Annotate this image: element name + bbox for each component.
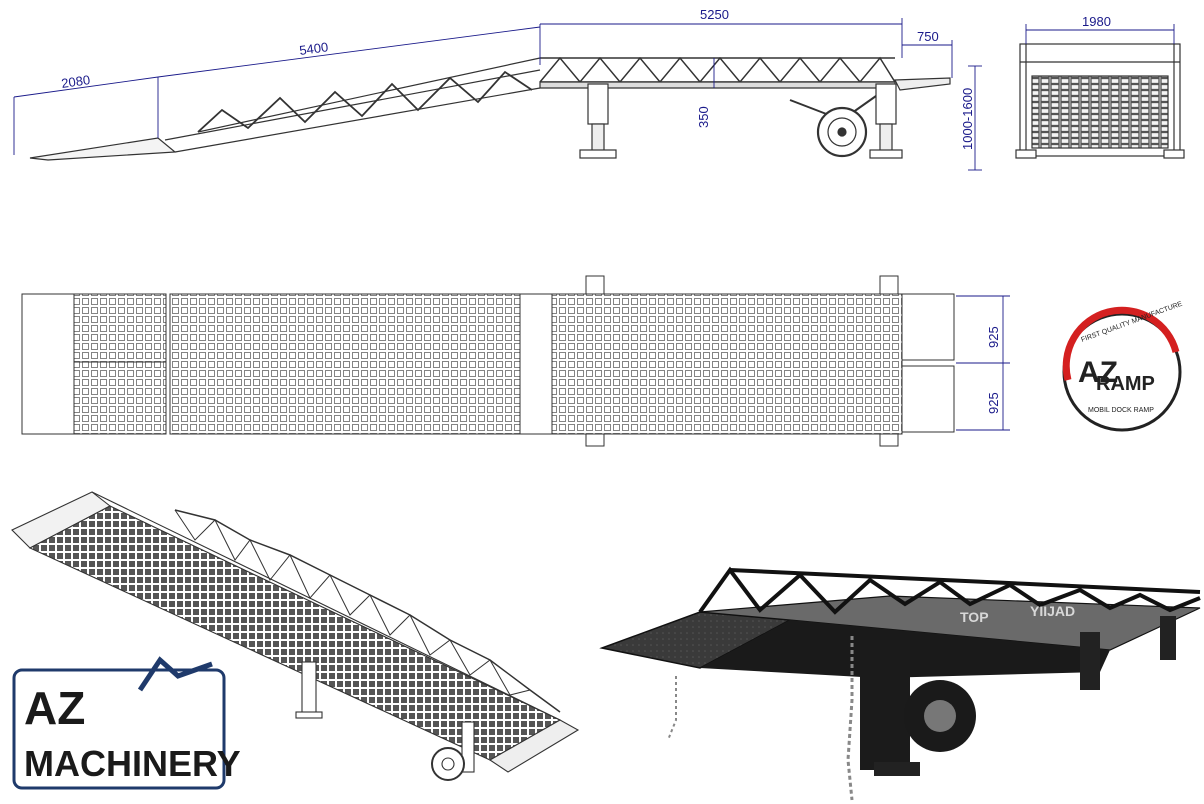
logo-az-text: AZ [24,682,85,734]
top-view-dimensions [956,295,1010,431]
isometric-ramp-drawing [11,491,580,781]
top-rear-plate-lower [901,365,955,433]
top-rear-plate-upper [901,293,955,361]
side-hydraulic-leg-rear [869,83,903,159]
logo-excavator-icon [137,656,213,692]
dim-lower-lane: 925 [986,392,1001,414]
side-view-drawing [29,56,951,161]
dim-beam-height: 350 [696,106,711,128]
badge-ramp-text: RAMP [1096,373,1155,395]
side-approach-lip [29,137,177,161]
photo-side-text-2: YIIJAD [1030,603,1075,619]
photo-chain [846,636,854,801]
top-view-drawing [21,275,955,447]
photo-side-text-1: TOP [960,609,989,625]
badge-az-text: AZ [1078,356,1118,389]
dim-end-width: 1980 [1082,14,1111,29]
dim-working-height: 1000-1600 [960,88,975,150]
logo-machinery-text: MACHINERY [24,743,241,784]
side-incline-truss [164,57,541,153]
top-ramp-section-1 [73,293,167,435]
az-ramp-badge: FIRST QUALITY MANUFACTURE AZ RAMP MOBIL … [1062,301,1184,432]
dim-lip-length: 2080 [60,72,91,91]
dim-ramp-length: 5400 [298,39,329,58]
top-platform-section [551,293,903,435]
dim-upper-lane: 925 [986,326,1001,348]
end-view-drawing [1015,43,1185,159]
end-view-dimension [1025,24,1175,44]
ramp-photo: TOP YIIJAD [599,566,1201,801]
top-lip-plate [21,293,75,435]
badge-bottom-text: MOBIL DOCK RAMP [1088,407,1154,414]
side-wheel-axle [789,95,877,158]
az-machinery-logo: AZ MACHINERY [12,656,241,790]
side-view-dimensions [13,18,982,171]
side-hydraulic-leg-front [579,83,617,159]
top-ramp-section-2 [169,293,521,435]
dim-platform-length: 5250 [700,7,729,22]
dim-rear-extension: 750 [917,29,939,44]
